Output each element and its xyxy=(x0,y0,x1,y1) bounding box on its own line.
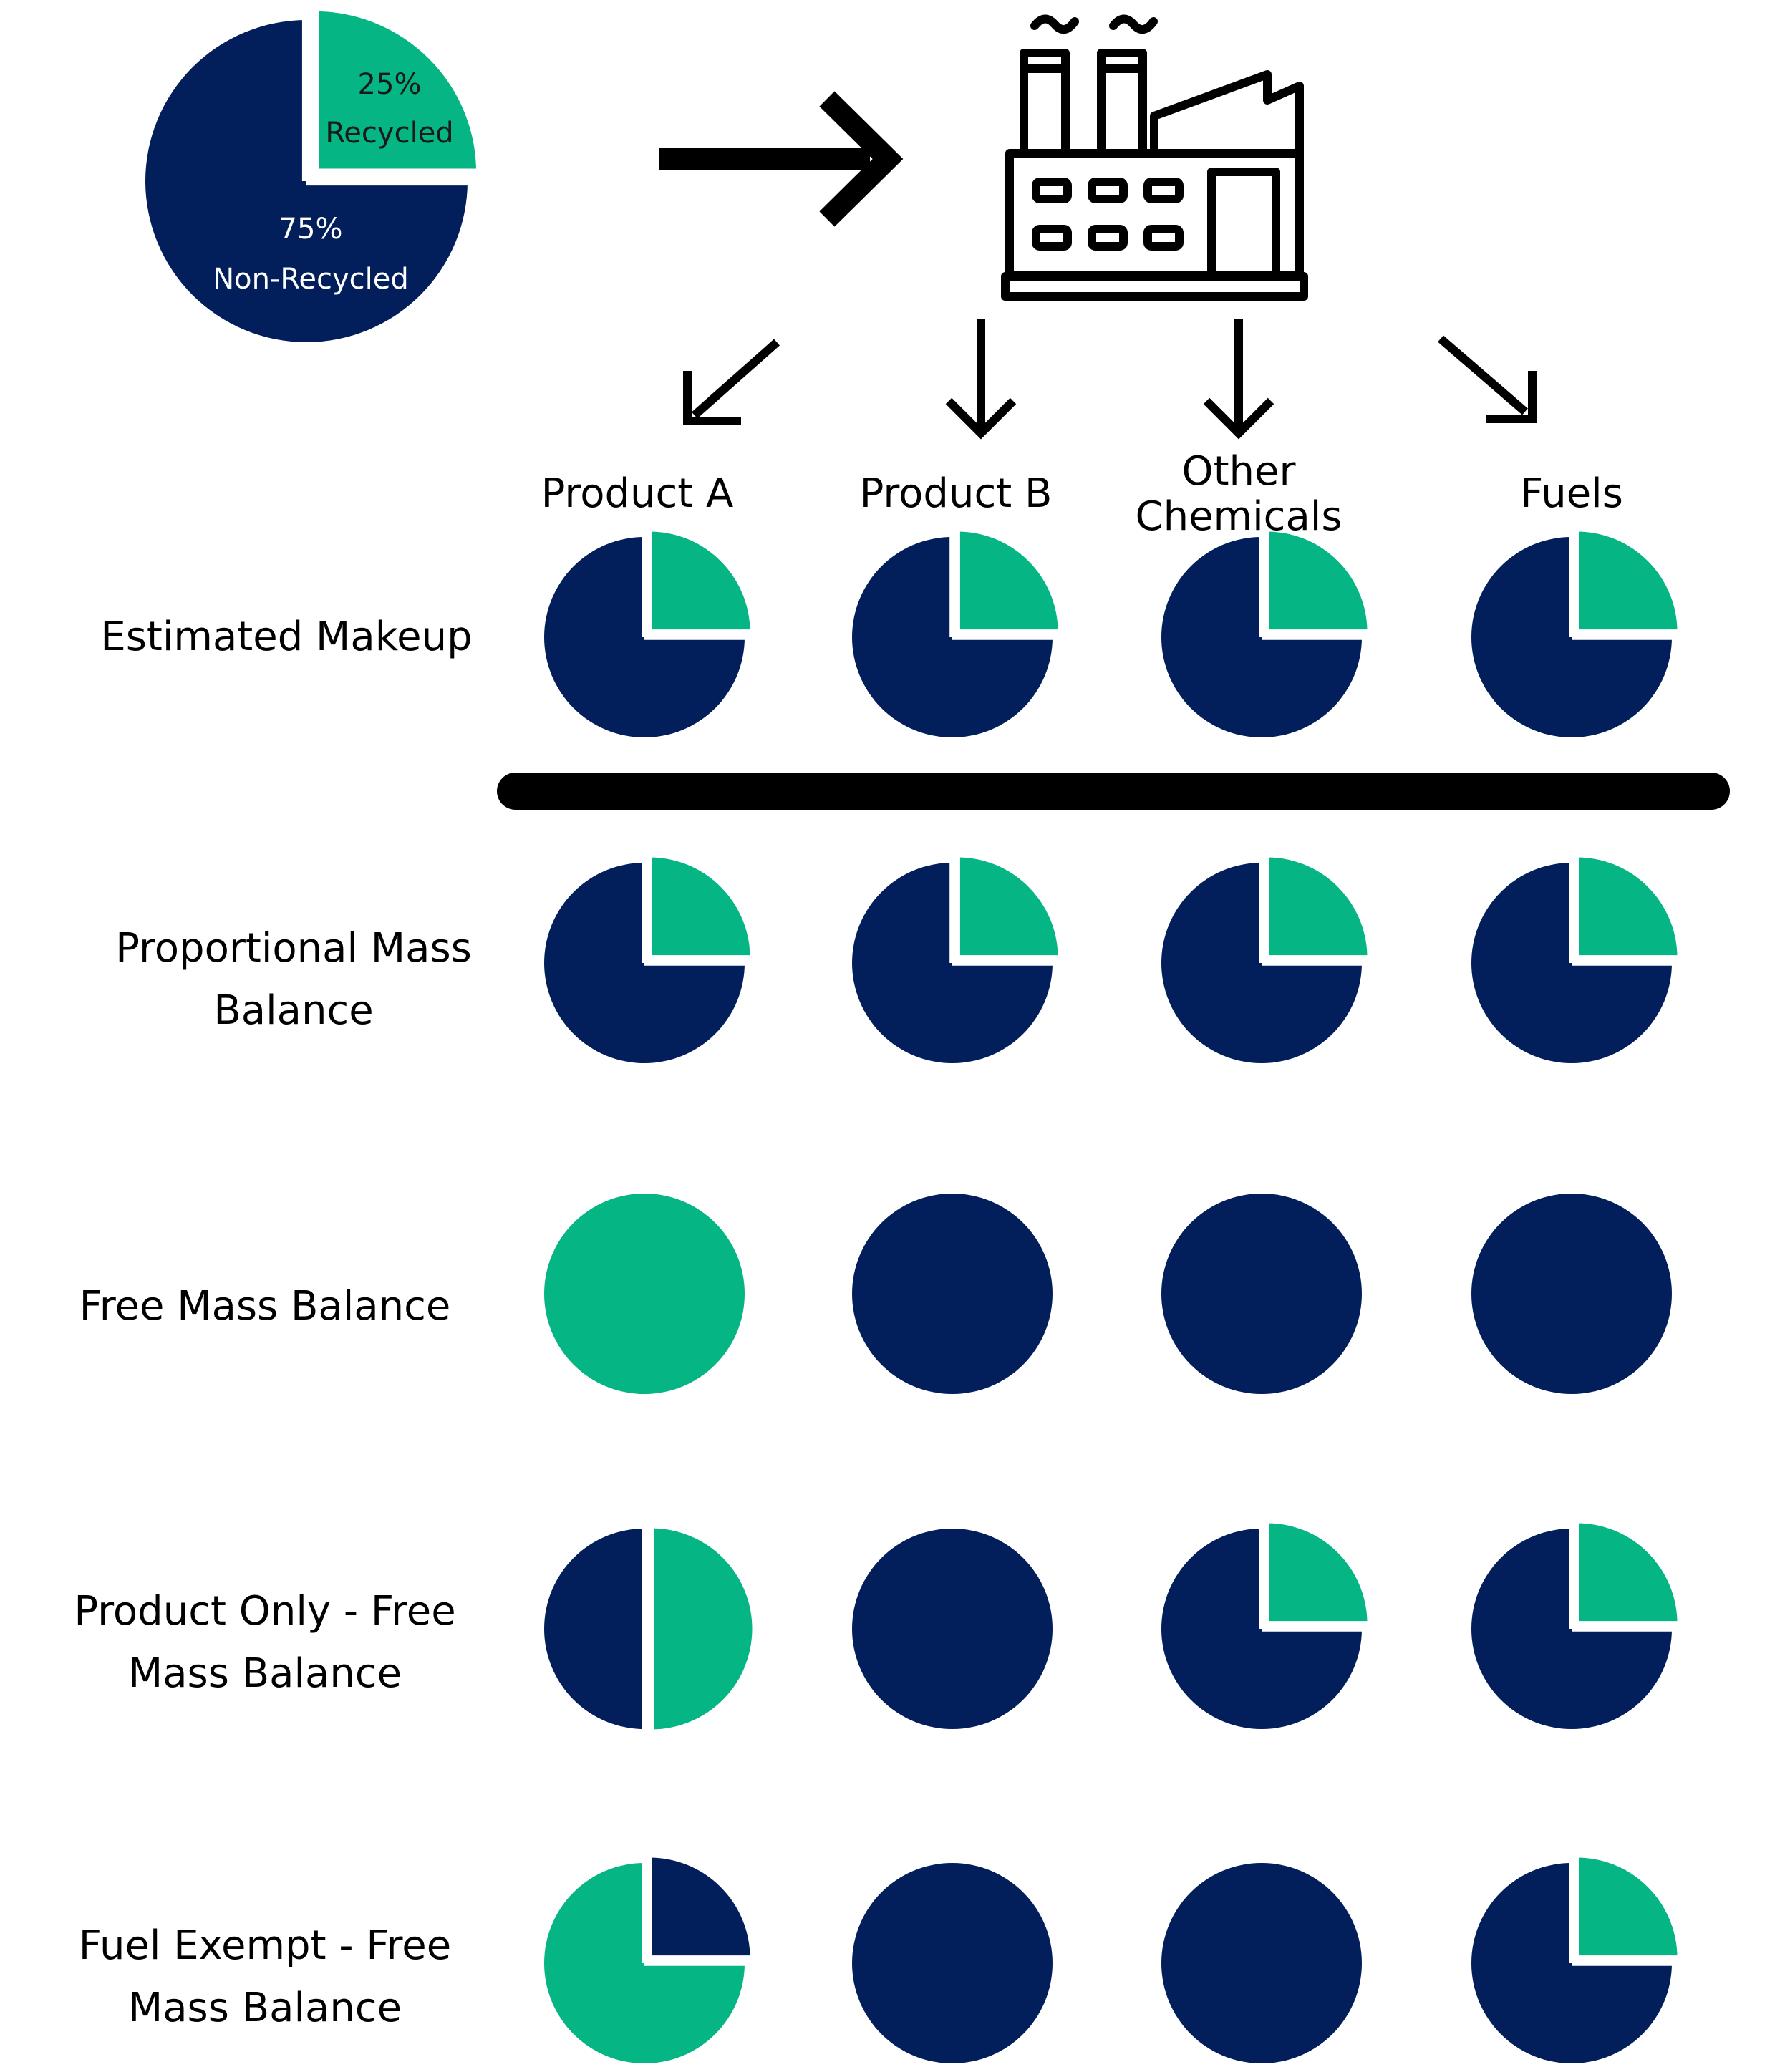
non-recycled-slice xyxy=(1471,1194,1672,1394)
recycled-slice xyxy=(1574,526,1683,635)
recycled-slice xyxy=(1574,1517,1683,1627)
non-recycled-slice xyxy=(1161,1863,1362,2063)
pie-r3-c2 xyxy=(852,1194,1053,1394)
pie-r4-c3 xyxy=(1161,1517,1373,1729)
pie-r1-c3 xyxy=(1161,526,1373,737)
non-recycled-slice xyxy=(544,1529,644,1729)
pie-r5-c3 xyxy=(1161,1863,1362,2063)
non-recycled-slice xyxy=(852,1529,1053,1729)
recycled-slice xyxy=(954,526,1064,635)
factory-icon xyxy=(1001,14,1308,301)
non-recycled-slice xyxy=(647,1851,756,1961)
column-label-other-chemicals: Other Chemicals xyxy=(1135,448,1342,540)
arrow-down-right-icon xyxy=(1438,335,1537,423)
arrow-down-icon xyxy=(1203,319,1274,440)
column-label-fuels: Fuels xyxy=(1520,470,1623,517)
pie-r4-c2 xyxy=(852,1529,1053,1729)
pie-r5-c2 xyxy=(852,1863,1053,2063)
pie-grid xyxy=(544,526,1683,2063)
pie-r3-c4 xyxy=(1471,1194,1672,1394)
recycled-slice xyxy=(1264,851,1373,961)
arrow-down-left-icon xyxy=(683,339,780,425)
arrow-down-icon xyxy=(945,319,1017,440)
pie-r3-c3 xyxy=(1161,1194,1362,1394)
non-recycled-pct-label: 75% xyxy=(279,213,343,246)
pie-r2-c4 xyxy=(1471,851,1683,1063)
row-label-product-only-free-mass-balance: Product Only - Free Mass Balance xyxy=(74,1588,456,1697)
pie-r5-c4 xyxy=(1471,1851,1683,2063)
recycled-slice xyxy=(1264,526,1373,635)
pie-r3-c1 xyxy=(544,1194,745,1394)
pie-r4-c4 xyxy=(1471,1517,1683,1729)
feedstock-pie xyxy=(145,2,485,342)
recycled-slice xyxy=(954,851,1064,961)
row-label-free-mass-balance: Free Mass Balance xyxy=(79,1283,451,1330)
recycled-slice xyxy=(647,526,756,635)
pie-r2-c1 xyxy=(544,851,756,1063)
recycled-slice xyxy=(1574,851,1683,961)
recycled-slice xyxy=(649,1523,758,1735)
pie-r5-c1 xyxy=(544,1851,756,2063)
right-arrow-icon xyxy=(659,91,904,227)
feedstock-pie-shape xyxy=(145,2,485,342)
pie-r2-c3 xyxy=(1161,851,1373,1063)
recycled-pct-label: 25% xyxy=(357,68,422,101)
non-recycled-slice xyxy=(1161,1194,1362,1394)
pie-r4-c1 xyxy=(544,1523,758,1735)
recycled-slice xyxy=(1264,1517,1373,1627)
non-recycled-slice xyxy=(852,1863,1053,2063)
row-label-proportional-mass-balance: Proportional Mass Balance xyxy=(115,925,472,1034)
non-recycled-slice xyxy=(852,1194,1053,1394)
recycled-slice xyxy=(647,851,756,961)
recycled-slice xyxy=(1574,1851,1683,1961)
row-label-fuel-exempt-free-mass-balance: Fuel Exempt - Free Mass Balance xyxy=(78,1922,452,2031)
pie-r2-c2 xyxy=(852,851,1064,1063)
pie-r1-c2 xyxy=(852,526,1064,737)
column-label-product-b: Product B xyxy=(859,470,1053,517)
pie-r1-c4 xyxy=(1471,526,1683,737)
recycled-slice xyxy=(544,1194,745,1394)
row-label-estimated-makeup: Estimated Makeup xyxy=(100,614,473,660)
recycled-label: Recycled xyxy=(325,117,454,150)
column-label-product-a: Product A xyxy=(541,470,734,517)
non-recycled-label: Non-Recycled xyxy=(213,263,409,296)
pie-r1-c1 xyxy=(544,526,756,737)
recycled-slice xyxy=(310,2,485,178)
